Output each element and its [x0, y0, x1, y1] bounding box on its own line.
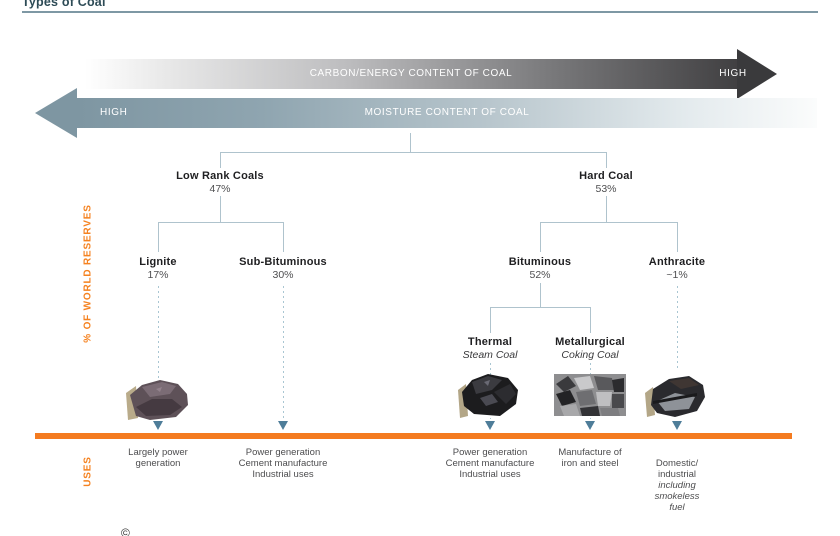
sub-bituminous-dotted-line: [283, 286, 284, 420]
carbon-arrow-body: CARBON/ENERGY CONTENT OF COAL: [85, 59, 737, 89]
down-arrow-icon: [672, 421, 682, 430]
left-arrowhead-icon: [35, 88, 77, 138]
tree-trunk-line: [410, 133, 411, 152]
right-arrowhead-icon: [737, 49, 777, 99]
bituminous-riser-line: [540, 222, 541, 252]
node-subname: Coking Coal: [561, 349, 619, 361]
node-share: 30%: [272, 269, 294, 281]
node-name: Hard Coal: [579, 170, 633, 182]
copyright-glyph: ©: [121, 526, 130, 536]
node-name: Sub-Bituminous: [239, 256, 327, 268]
down-arrow-icon: [485, 421, 495, 430]
down-arrow-icon: [585, 421, 595, 430]
hard-coal-riser-line: [606, 152, 607, 168]
hard-coal-trunk-line: [606, 196, 607, 222]
level1-branch-line: [220, 152, 606, 153]
node-thermal: Thermal Steam Coal: [463, 336, 518, 361]
moisture-arrow-body: MOISTURE CONTENT OF COAL: [77, 98, 817, 128]
lignite-dotted-line: [158, 286, 159, 420]
uses-divider-bar: [35, 433, 792, 439]
hard-coal-branch-line: [540, 222, 677, 223]
node-share: 52%: [529, 269, 551, 281]
carbon-high-label: HIGH: [719, 68, 747, 79]
coking-coal-photo: [554, 374, 626, 416]
node-hard-coal: Hard Coal 53%: [579, 170, 633, 195]
metallurgical-riser-line: [590, 307, 591, 333]
low-rank-riser-line: [220, 152, 221, 168]
moisture-arrow-label: MOISTURE CONTENT OF COAL: [364, 107, 530, 118]
anthracite-coal-photo: [645, 376, 705, 417]
uses-lignite: Largely power generation: [128, 447, 188, 469]
node-metallurgical: Metallurgical Coking Coal: [555, 336, 625, 361]
uses-anthracite-normal: Domestic/ industrial: [655, 458, 699, 480]
node-sub-bituminous: Sub-Bituminous 30%: [239, 256, 327, 281]
uses-thermal: Power generation Cement manufacture Indu…: [445, 447, 535, 480]
node-share: 47%: [209, 183, 231, 195]
uses-axis-label: USES: [82, 456, 94, 487]
low-rank-branch-line: [158, 222, 283, 223]
node-name: Thermal: [467, 336, 513, 348]
node-low-rank-coals: Low Rank Coals 47%: [176, 170, 264, 195]
node-subname: Steam Coal: [462, 349, 518, 361]
uses-anthracite-italic: including smokeless fuel: [654, 480, 700, 513]
node-name: Anthracite: [648, 256, 706, 268]
steam-coal-photo: [458, 374, 518, 418]
lignite-riser-line: [158, 222, 159, 252]
node-lignite: Lignite 17%: [139, 256, 176, 281]
bituminous-branch-line: [490, 307, 590, 308]
moisture-high-label: HIGH: [100, 107, 128, 118]
node-share: ~1%: [666, 269, 688, 281]
thermal-riser-line: [490, 307, 491, 333]
uses-metallurgical: Manufacture of iron and steel: [558, 447, 622, 469]
uses-sub-bituminous: Power generation Cement manufacture Indu…: [238, 447, 328, 480]
bituminous-trunk-line: [540, 283, 541, 307]
node-anthracite: Anthracite ~1%: [649, 256, 705, 281]
down-arrow-icon: [153, 421, 163, 430]
reserves-axis-label: % OF WORLD RESERVES: [82, 204, 94, 343]
page-title: Types of Coal: [22, 0, 106, 9]
low-rank-trunk-line: [220, 196, 221, 222]
node-share: 53%: [595, 183, 617, 195]
header-divider: [22, 11, 818, 13]
down-arrow-icon: [278, 421, 288, 430]
anthracite-dotted-line: [677, 286, 678, 370]
node-name: Metallurgical: [555, 336, 625, 348]
node-name: Bituminous: [508, 256, 572, 268]
anthracite-riser-line: [677, 222, 678, 252]
sub-bituminous-riser-line: [283, 222, 284, 252]
node-bituminous: Bituminous 52%: [509, 256, 572, 281]
node-name: Low Rank Coals: [176, 170, 264, 182]
node-share: 17%: [147, 269, 169, 281]
carbon-arrow-label: CARBON/ENERGY CONTENT OF COAL: [309, 68, 513, 79]
uses-anthracite: Domestic/ industrial including smokeless…: [632, 447, 722, 524]
lignite-coal-photo: [126, 380, 188, 420]
node-name: Lignite: [139, 256, 177, 268]
